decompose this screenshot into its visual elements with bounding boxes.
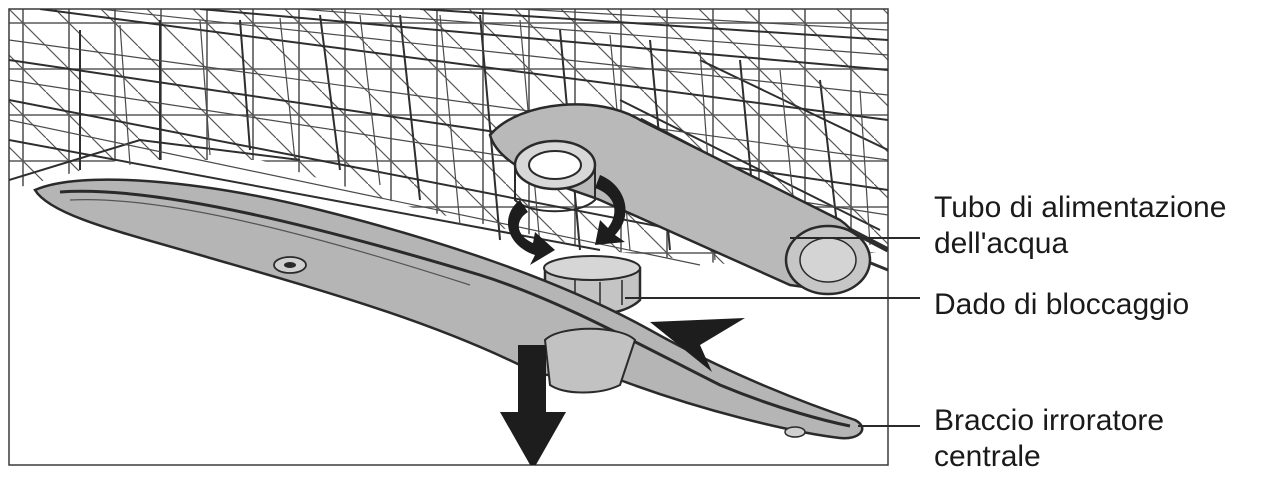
label-middle-spray-arm-line-2: centrale <box>934 440 1041 473</box>
label-middle-spray-arm-line-1: Braccio irroratore <box>934 404 1165 437</box>
leader-lines <box>625 237 920 427</box>
middle-spray-arm <box>33 178 864 440</box>
down-arrow-icon <box>500 345 566 465</box>
pointer-arrowhead-icon <box>650 318 745 372</box>
label-locking-nut: Dado di bloccaggio <box>934 287 1189 323</box>
label-water-supply-tube-line-2: dell'acqua <box>934 227 1069 260</box>
water-supply-tube <box>488 103 872 296</box>
label-locking-nut-text: Dado di bloccaggio <box>934 288 1190 321</box>
label-water-supply-tube-line-1: Tubo di alimentazione <box>934 191 1227 224</box>
rotation-arrows-icon <box>508 175 626 265</box>
label-middle-spray-arm: Braccio irroratore centrale <box>934 403 1164 475</box>
label-water-supply-tube: Tubo di alimentazione dell'acqua <box>934 190 1226 262</box>
